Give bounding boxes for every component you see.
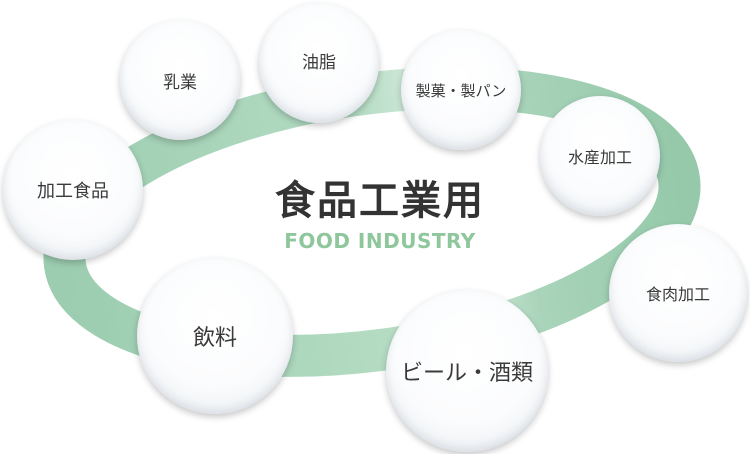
center-subtitle: FOOD INDUSTRY bbox=[284, 229, 476, 253]
category-label: 飲料 bbox=[192, 326, 237, 351]
category-bubble-suisan[interactable]: 水産加工 bbox=[540, 96, 660, 216]
category-bubble-beer[interactable]: ビール・酒類 bbox=[386, 290, 548, 452]
category-bubble-inryo[interactable]: 飲料 bbox=[137, 258, 293, 414]
category-label: 油脂 bbox=[302, 52, 336, 73]
category-label: 加工食品 bbox=[37, 181, 109, 202]
category-bubble-kakou[interactable]: 加工食品 bbox=[3, 120, 143, 260]
category-bubble-seika[interactable]: 製菓・製パン bbox=[401, 30, 521, 150]
center-title: 食品工業用 bbox=[275, 178, 485, 224]
category-bubble-shokuniku[interactable]: 食肉加工 bbox=[609, 224, 747, 362]
category-label: ビール・酒類 bbox=[400, 361, 533, 386]
category-label: 乳業 bbox=[163, 72, 197, 93]
category-label: 水産加工 bbox=[567, 148, 632, 167]
category-label: 製菓・製パン bbox=[415, 81, 507, 100]
category-bubble-nyugyo[interactable]: 乳業 bbox=[120, 20, 240, 140]
category-label: 食肉加工 bbox=[645, 285, 710, 304]
category-bubble-yushi[interactable]: 油脂 bbox=[259, 3, 379, 123]
